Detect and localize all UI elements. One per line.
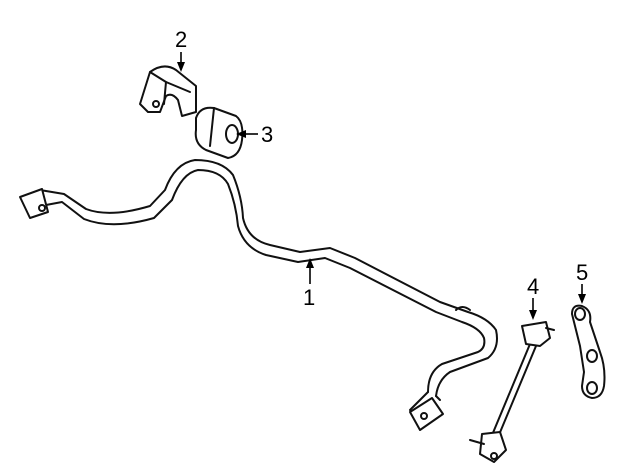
- stabilizer-link: [469, 321, 555, 463]
- callout-3: 3: [261, 122, 273, 147]
- stabilizer-bar: [19, 159, 498, 431]
- bushing: [194, 106, 244, 159]
- callout-leaders: [177, 52, 586, 320]
- bushing-bracket: [139, 65, 197, 117]
- callout-5: 5: [576, 260, 588, 285]
- callout-4: 4: [527, 274, 539, 299]
- callout-1: 1: [303, 285, 315, 310]
- link-bracket: [571, 304, 606, 399]
- callout-2: 2: [175, 27, 187, 52]
